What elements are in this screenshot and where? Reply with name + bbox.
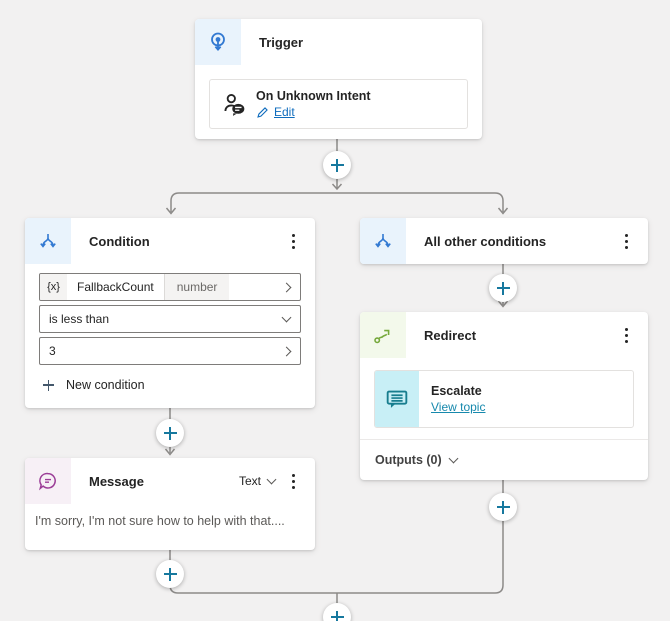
condition-iconbox bbox=[25, 218, 71, 264]
trigger-node[interactable]: Trigger On Unknown Intent Edit bbox=[195, 19, 482, 139]
condition-menu-button[interactable] bbox=[281, 229, 305, 253]
redirect-topic-label: Escalate bbox=[431, 384, 482, 398]
all-other-conditions-node[interactable]: All other conditions bbox=[360, 218, 648, 264]
plus-icon bbox=[43, 379, 54, 391]
chevron-down-icon bbox=[281, 312, 300, 323]
chevron-down-icon bbox=[266, 474, 277, 485]
branch-icon bbox=[375, 234, 391, 248]
redirect-node[interactable]: Redirect Escalate View topic Outputs (0) bbox=[360, 312, 648, 480]
new-condition-button[interactable]: New condition bbox=[43, 378, 301, 392]
variable-prefix-chip: {x} bbox=[40, 274, 67, 300]
plus-icon bbox=[330, 610, 344, 621]
operator-value: is less than bbox=[49, 312, 110, 326]
message-title: Message bbox=[89, 473, 144, 489]
all-other-title: All other conditions bbox=[424, 233, 547, 249]
condition-value-row[interactable]: 3 bbox=[39, 337, 301, 365]
condition-operator-select[interactable]: is less than bbox=[39, 305, 301, 333]
plus-icon bbox=[163, 567, 177, 581]
redirect-title: Redirect bbox=[424, 327, 477, 343]
add-node-button-after-message[interactable] bbox=[156, 560, 184, 588]
chevron-down-icon bbox=[448, 453, 459, 464]
message-header: Message Text bbox=[25, 458, 315, 504]
escalate-iconbox bbox=[375, 371, 419, 427]
variable-name: FallbackCount bbox=[77, 280, 154, 294]
condition-variable-row[interactable]: {x} FallbackCount number bbox=[39, 273, 301, 301]
trigger-header: Trigger bbox=[195, 19, 482, 65]
plus-icon bbox=[496, 500, 510, 514]
redirect-header: Redirect bbox=[360, 312, 648, 358]
plus-icon bbox=[330, 158, 344, 172]
trigger-title: Trigger bbox=[259, 34, 304, 50]
add-node-button-after-condition[interactable] bbox=[156, 419, 184, 447]
plus-icon bbox=[163, 426, 177, 440]
view-topic-link[interactable]: View topic bbox=[431, 400, 486, 414]
all-other-iconbox bbox=[360, 218, 406, 264]
message-node[interactable]: Message Text I'm sorry, I'm not sure how… bbox=[25, 458, 315, 550]
redirect-icon bbox=[374, 329, 390, 344]
message-format-value: Text bbox=[238, 474, 261, 488]
plus-icon bbox=[496, 281, 510, 295]
message-menu-button[interactable] bbox=[281, 469, 305, 493]
condition-header: Condition bbox=[25, 218, 315, 264]
unknown-intent-icon bbox=[224, 94, 245, 116]
trigger-intent-label: On Unknown Intent bbox=[256, 89, 371, 103]
outputs-label: Outputs (0) bbox=[375, 453, 442, 467]
add-node-button-after-all-other[interactable] bbox=[489, 274, 517, 302]
add-node-button-after-redirect[interactable] bbox=[489, 493, 517, 521]
branch-icon bbox=[40, 234, 56, 248]
variable-type-badge: number bbox=[163, 274, 230, 300]
add-node-button-after-merge[interactable] bbox=[323, 603, 351, 621]
condition-title: Condition bbox=[89, 233, 150, 249]
redirect-menu-button[interactable] bbox=[614, 323, 638, 347]
all-other-header: All other conditions bbox=[360, 218, 648, 264]
trigger-iconbox bbox=[195, 19, 241, 65]
message-body-text[interactable]: I'm sorry, I'm not sure how to help with… bbox=[35, 514, 285, 528]
redirect-iconbox bbox=[360, 312, 406, 358]
add-node-button-after-trigger[interactable] bbox=[323, 151, 351, 179]
outputs-toggle[interactable]: Outputs (0) bbox=[360, 439, 648, 480]
condition-body: {x} FallbackCount number is less than 3 … bbox=[25, 264, 315, 392]
trigger-icon bbox=[211, 32, 225, 51]
trigger-edit-link[interactable]: Edit bbox=[274, 105, 295, 119]
message-format-select[interactable]: Text bbox=[238, 474, 277, 488]
chevron-right-icon bbox=[281, 282, 300, 292]
message-icon bbox=[39, 472, 56, 491]
trigger-intent-card[interactable]: On Unknown Intent Edit bbox=[209, 79, 468, 129]
message-iconbox bbox=[25, 458, 71, 504]
chevron-right-icon bbox=[281, 346, 300, 356]
new-condition-label: New condition bbox=[66, 378, 145, 392]
all-other-menu-button[interactable] bbox=[614, 229, 638, 253]
topic-message-icon bbox=[386, 390, 408, 408]
redirect-topic-card[interactable]: Escalate View topic bbox=[374, 370, 634, 428]
condition-node[interactable]: Condition {x} FallbackCount number is le… bbox=[25, 218, 315, 408]
pencil-icon bbox=[257, 106, 268, 118]
comparison-value: 3 bbox=[49, 344, 56, 358]
